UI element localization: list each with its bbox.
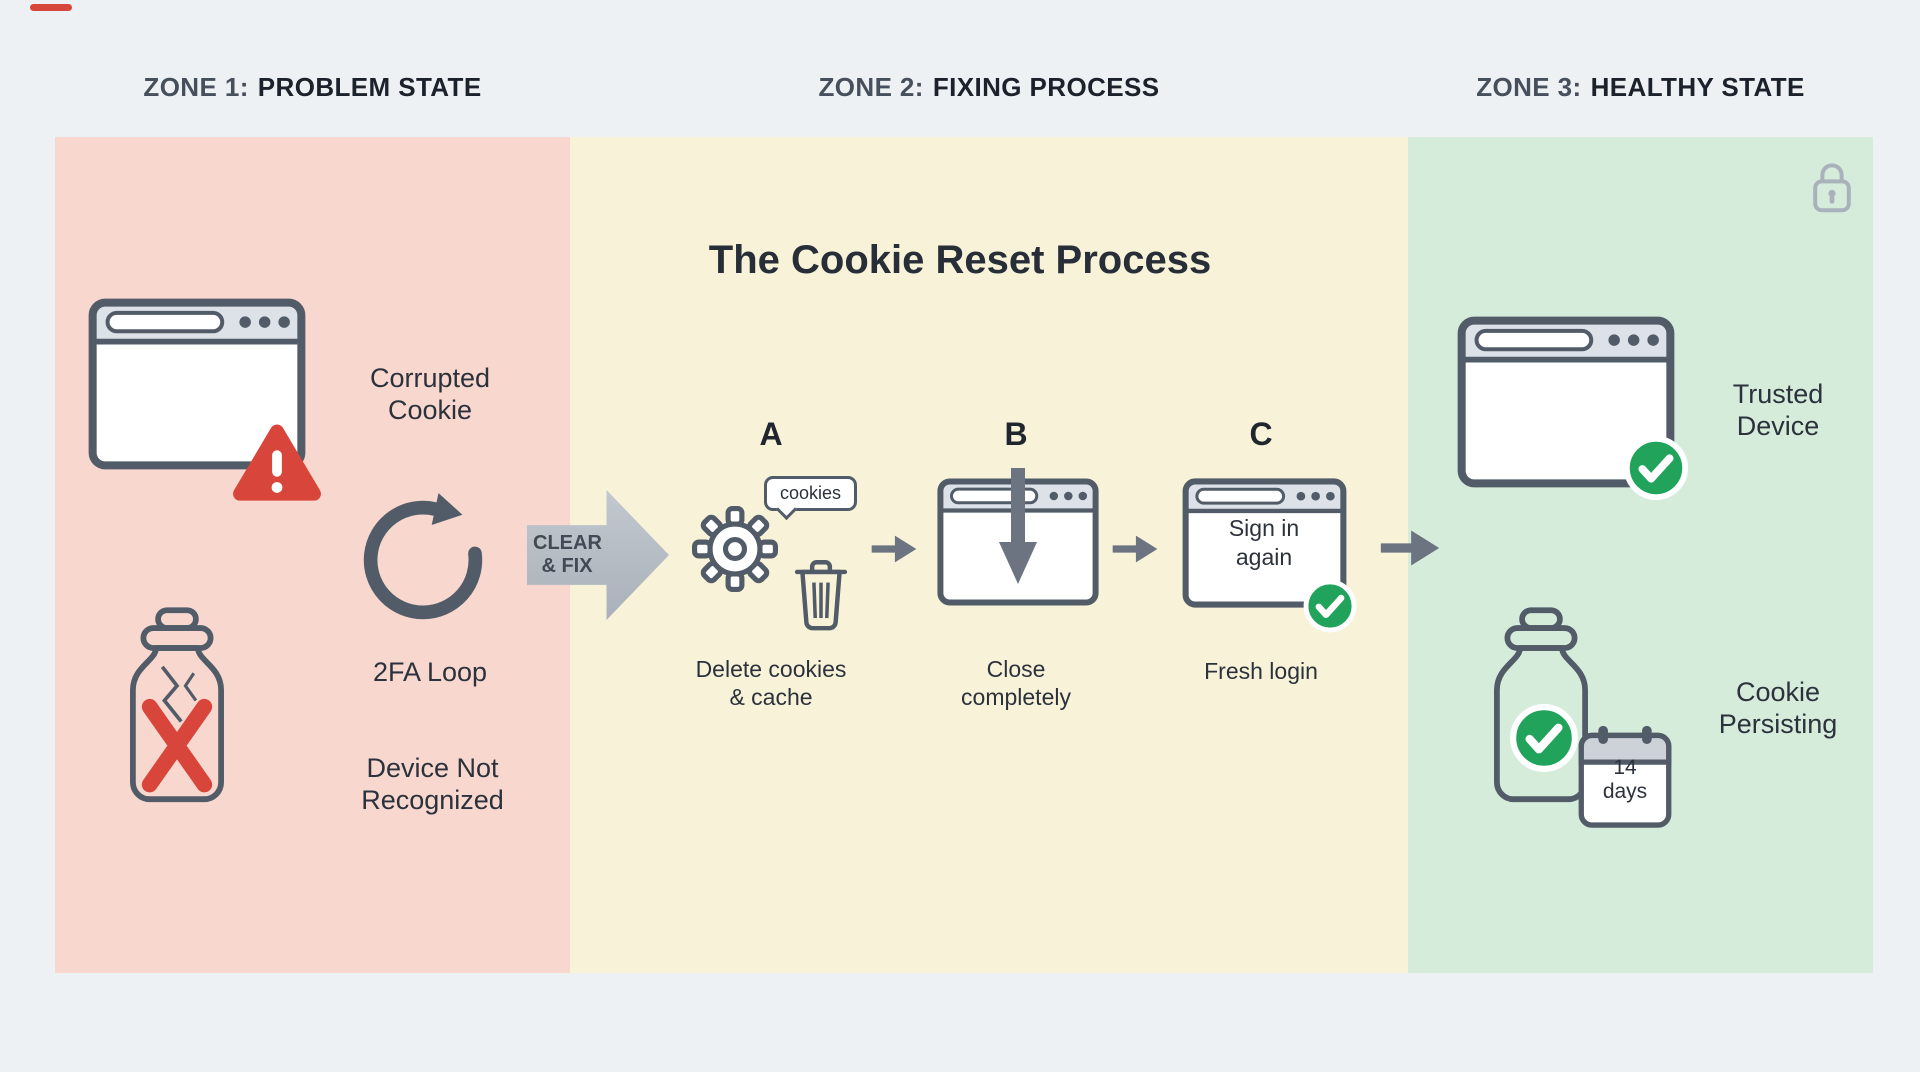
right-arrow-icon [1380,530,1440,566]
step-c-caption: Fresh login [1204,658,1318,684]
zone3-header: ZONE 3: HEALTHY STATE [1408,70,1873,104]
lock-icon [1813,163,1851,213]
error-x-icon [141,698,213,793]
check-circle-icon [1510,704,1578,772]
step-b-letter: B [1004,416,1028,452]
calendar-days-text: 14 days [1602,756,1648,804]
broken-cookie-jar-icon [130,607,224,803]
zone2-header: ZONE 2: FIXING PROCESS [570,70,1408,104]
down-arrow-icon [999,468,1037,584]
check-circle-icon [1623,435,1689,501]
browser-window-icon [1457,316,1675,488]
red-mark [30,4,72,11]
corrupted-cookie-label: Corrupted Cookie [369,363,491,426]
step-a-caption: Delete cookies & cache [695,656,847,710]
check-circle-icon [1303,579,1357,633]
right-arrow-icon [871,535,917,563]
clear-fix-label: CLEAR & FIX [533,532,602,577]
zone2-header-label: ZONE 2: [818,71,924,102]
device-not-recognized-label: Device Not Recognized [361,753,504,816]
right-arrow-icon [1112,535,1158,563]
cookies-bubble-text: cookies [780,483,842,503]
browser-window-icon [1182,478,1347,608]
gear-icon [692,506,778,592]
refresh-loop-icon [363,493,483,620]
zone2-header-title: FIXING PROCESS [932,71,1160,102]
2fa-loop-label: 2FA Loop [372,657,488,687]
process-title: The Cookie Reset Process [708,238,1212,282]
cookie-jar-icon [1494,607,1588,803]
warning-triangle-icon [233,424,321,501]
browser-window-icon [88,298,306,470]
trusted-device-label: Trusted Device [1732,379,1824,442]
zone3-header-label: ZONE 3: [1476,71,1582,102]
trash-icon [794,560,848,631]
step-b-caption: Close completely [961,656,1071,710]
sign-in-again-text: Sign in again [1228,515,1300,570]
cookie-persisting-label: Cookie Persisting [1718,677,1838,740]
zone1-header-title: PROBLEM STATE [257,71,482,102]
zone3-header-title: HEALTHY STATE [1590,71,1805,102]
zone1-panel [55,137,570,973]
cookies-bubble: cookies [764,476,858,511]
zone1-header-label: ZONE 1: [143,71,249,102]
zone3-panel [1408,137,1873,973]
calendar-icon [1578,725,1672,828]
zone1-header: ZONE 1: PROBLEM STATE [55,70,570,104]
step-a-letter: A [759,416,783,452]
step-c-letter: C [1249,416,1273,452]
